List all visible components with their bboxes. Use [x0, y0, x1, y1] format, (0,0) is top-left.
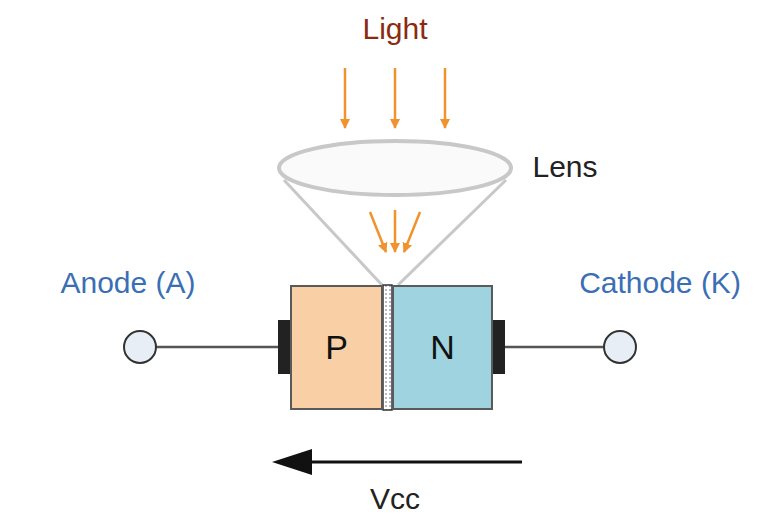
p-region: P [290, 285, 383, 410]
anode-terminal [124, 331, 156, 363]
anode-wire [156, 346, 278, 349]
cathode-label: Cathode (K) [579, 266, 741, 301]
region-letter: P [325, 328, 348, 367]
cathode-contact [493, 320, 505, 374]
region-letter: N [430, 328, 455, 367]
depletion-layer [383, 285, 392, 410]
lens-label: Lens [532, 150, 597, 185]
lens-shape [279, 141, 511, 195]
anode-contact [278, 320, 290, 374]
cathode-terminal [604, 331, 636, 363]
vcc-arrow-line [300, 461, 522, 464]
n-region: N [392, 285, 493, 410]
vcc-label: Vcc [370, 482, 420, 517]
cathode-wire [505, 346, 604, 349]
light-label: Light [362, 12, 427, 47]
vcc-arrow-head [272, 449, 312, 475]
focused-rays [370, 210, 420, 252]
light-rays [345, 68, 445, 128]
anode-label: Anode (A) [60, 266, 195, 301]
